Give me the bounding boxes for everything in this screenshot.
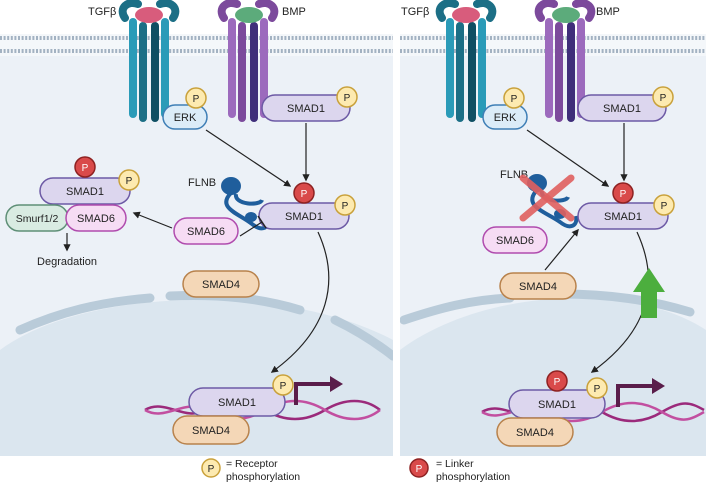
svg-text:SMAD4: SMAD4 bbox=[519, 281, 557, 293]
smad6-node bbox=[173, 217, 239, 245]
bmp-ligand-shape bbox=[235, 7, 263, 23]
svg-text:SMAD1: SMAD1 bbox=[285, 211, 323, 223]
smad4-node-right bbox=[499, 272, 577, 300]
svg-text:P: P bbox=[126, 176, 133, 187]
tgfb-receptor-complex bbox=[118, 0, 180, 122]
svg-text:P: P bbox=[594, 384, 601, 395]
svg-text:P: P bbox=[661, 201, 668, 212]
svg-text:SMAD6: SMAD6 bbox=[77, 213, 115, 225]
smad1-receptor-phospho-right bbox=[652, 86, 674, 108]
legend-linker-text-1: = Linker bbox=[436, 458, 474, 470]
nuclear-import-arrow bbox=[270, 231, 330, 373]
flnb-knockout-cross-icon bbox=[519, 174, 575, 222]
svg-text:P: P bbox=[82, 163, 89, 174]
flnb-label: FLNB bbox=[188, 177, 216, 189]
promoter-arrow-right bbox=[616, 378, 665, 407]
degradation-label: Degradation bbox=[37, 256, 97, 268]
svg-text:P: P bbox=[301, 189, 308, 200]
smad4-node bbox=[182, 270, 260, 298]
legend-receptor-symbol bbox=[201, 458, 221, 478]
svg-text:SMAD4: SMAD4 bbox=[192, 425, 230, 437]
tgfb-label-right: TGFβ bbox=[401, 6, 429, 18]
svg-text:P: P bbox=[193, 94, 200, 105]
svg-text:SMAD1: SMAD1 bbox=[603, 103, 641, 115]
smad4-nuclear-node bbox=[172, 415, 250, 445]
svg-text:SMAD1: SMAD1 bbox=[218, 397, 256, 409]
svg-text:P: P bbox=[660, 93, 667, 104]
smad1-cytoplasm-node bbox=[261, 94, 351, 122]
smad1-degradation-node bbox=[39, 177, 131, 205]
erk-node-right bbox=[482, 104, 528, 130]
panel-right: TGFβ BMP ERK P SMAD1 P FLNB bbox=[400, 0, 706, 456]
erk-node bbox=[162, 104, 208, 130]
svg-text:P: P bbox=[620, 189, 627, 200]
tgfb-receptor-complex-right bbox=[435, 0, 497, 122]
smad1-center-linker-phospho-right bbox=[612, 182, 634, 204]
smad6-to-complex-arrow bbox=[132, 211, 173, 229]
smad1-degradation-linker-phospho bbox=[74, 156, 96, 178]
bmp-label-right: BMP bbox=[596, 6, 620, 18]
svg-text:P: P bbox=[344, 93, 351, 104]
svg-text:Smurf1/2: Smurf1/2 bbox=[16, 213, 59, 225]
smad1-center-linker-phospho bbox=[293, 182, 315, 204]
svg-text:SMAD1: SMAD1 bbox=[604, 211, 642, 223]
flnb-shape bbox=[221, 177, 271, 231]
bmp-receptor-complex-right bbox=[534, 0, 596, 122]
smad6-complex-node bbox=[65, 204, 127, 232]
legend-linker-symbol bbox=[409, 458, 429, 478]
erk-to-smad1-arrow bbox=[205, 129, 292, 187]
svg-text:SMAD1: SMAD1 bbox=[538, 399, 576, 411]
svg-text:SMAD1: SMAD1 bbox=[66, 186, 104, 198]
smad1-nuclear-receptor-phospho-right bbox=[586, 377, 608, 399]
increase-arrow-icon bbox=[633, 268, 665, 318]
tgfb-label: TGFβ bbox=[88, 6, 116, 18]
legend-receptor-text-1: = Receptor bbox=[226, 458, 278, 470]
smad1-nuclear-receptor-phospho bbox=[272, 374, 294, 396]
promoter-arrow bbox=[294, 376, 343, 405]
svg-text:SMAD6: SMAD6 bbox=[187, 226, 225, 238]
erk-receptor-phospho bbox=[185, 87, 207, 109]
svg-text:SMAD4: SMAD4 bbox=[202, 279, 240, 291]
tgfb-ligand-shape bbox=[135, 7, 163, 23]
bmp-label: BMP bbox=[282, 6, 306, 18]
svg-text:P: P bbox=[280, 381, 287, 392]
cell-membrane bbox=[0, 34, 393, 56]
smad1-cytoplasm-node-right bbox=[577, 94, 667, 122]
legend-receptor-text-2: phosphorylation bbox=[226, 471, 300, 483]
smad4-to-smad1-arrow-right bbox=[544, 228, 579, 271]
smad1-degradation-receptor-phospho bbox=[118, 169, 140, 191]
smad1-receptor-phospho bbox=[336, 86, 358, 108]
smad4-nuclear-node-right bbox=[496, 417, 574, 447]
svg-text:SMAD4: SMAD4 bbox=[516, 427, 554, 439]
smad1-center-receptor-phospho-right bbox=[653, 194, 675, 216]
panel-left: TGFβ BMP ERK P SMAD1 P SMAD1 P P Smurf1/ bbox=[0, 0, 393, 456]
bmp-receptor-complex bbox=[217, 0, 279, 122]
smad1-center-receptor-phospho bbox=[334, 194, 356, 216]
svg-text:P: P bbox=[208, 464, 215, 475]
svg-text:ERK: ERK bbox=[494, 112, 517, 124]
legend-linker-text-2: phosphorylation bbox=[436, 471, 510, 483]
smad6-node-right bbox=[482, 226, 548, 254]
erk-to-smad1-arrow-right bbox=[526, 129, 610, 187]
svg-text:P: P bbox=[416, 464, 423, 475]
smad1-nuclear-linker-phospho-right bbox=[546, 370, 568, 392]
svg-text:P: P bbox=[342, 201, 349, 212]
erk-label: ERK bbox=[174, 112, 197, 124]
smad6-inhibition bbox=[239, 215, 267, 237]
svg-text:SMAD1: SMAD1 bbox=[287, 103, 325, 115]
svg-text:P: P bbox=[511, 94, 518, 105]
legend: P = Receptor phosphorylation P = Linker … bbox=[201, 458, 510, 483]
svg-text:SMAD6: SMAD6 bbox=[496, 235, 534, 247]
svg-text:P: P bbox=[554, 377, 561, 388]
erk-receptor-phospho-right bbox=[503, 87, 525, 109]
